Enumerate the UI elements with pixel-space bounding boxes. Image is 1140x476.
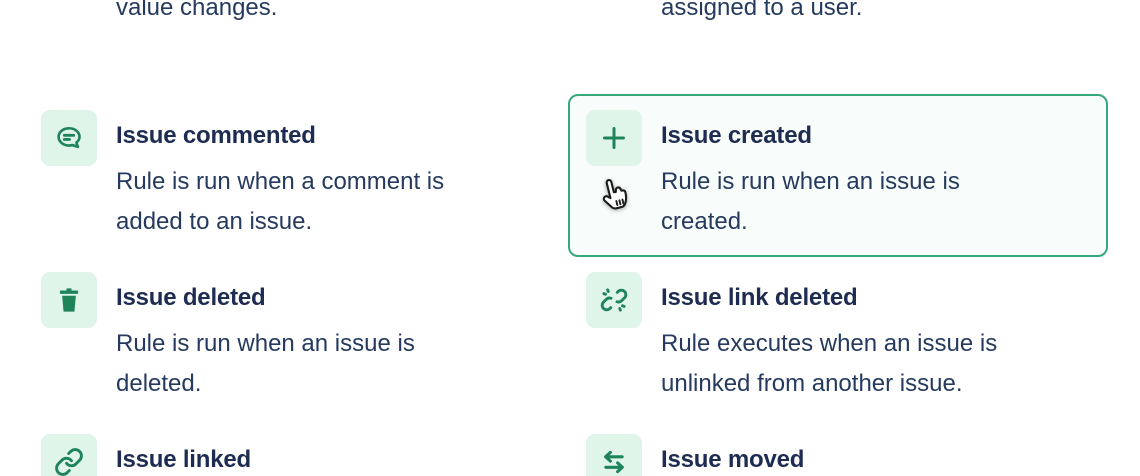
link-icon [41, 434, 97, 476]
trigger-title: Issue deleted [116, 284, 266, 311]
trigger-card[interactable]: Rule is run when an issue's field value … [23, 0, 563, 95]
trash-icon [41, 272, 97, 328]
trigger-description: Rule is run when a comment is added to a… [116, 168, 445, 235]
trigger-title: Issue moved [661, 446, 805, 473]
trigger-texts: Issue linked [116, 434, 491, 476]
trigger-title: Issue created [661, 122, 812, 149]
trigger-card-issue-linked[interactable]: Issue linked [23, 418, 563, 476]
icon-placeholder [41, 0, 97, 4]
trigger-title: Issue link deleted [661, 284, 858, 311]
trigger-texts: Rule is run when an issue is assigned to… [661, 0, 1036, 28]
trigger-description: Rule is run when an issue is deleted. [116, 330, 415, 397]
trigger-title: Issue linked [116, 446, 251, 473]
broken-link-icon [586, 272, 642, 328]
transfer-arrows-icon [586, 434, 642, 476]
plus-icon [586, 110, 642, 166]
trigger-description: Rule is run when an issue is created. [661, 168, 960, 235]
trigger-card[interactable]: Rule is run when an issue is assigned to… [568, 0, 1108, 95]
trigger-card-issue-moved[interactable]: Issue moved [568, 418, 1108, 476]
trigger-title: Issue commented [116, 122, 316, 149]
trigger-texts: Rule is run when an issue's field value … [116, 0, 491, 28]
trigger-texts: Issue moved [661, 434, 1036, 476]
trigger-description: Rule executes when an issue is unlinked … [661, 330, 998, 397]
comment-icon [41, 110, 97, 166]
trigger-description: Rule is run when an issue's field value … [116, 0, 278, 21]
trigger-description: Rule is run when an issue is assigned to… [661, 0, 863, 21]
icon-placeholder [586, 0, 642, 4]
trigger-grid: Rule is run when an issue's field value … [23, 0, 1108, 476]
